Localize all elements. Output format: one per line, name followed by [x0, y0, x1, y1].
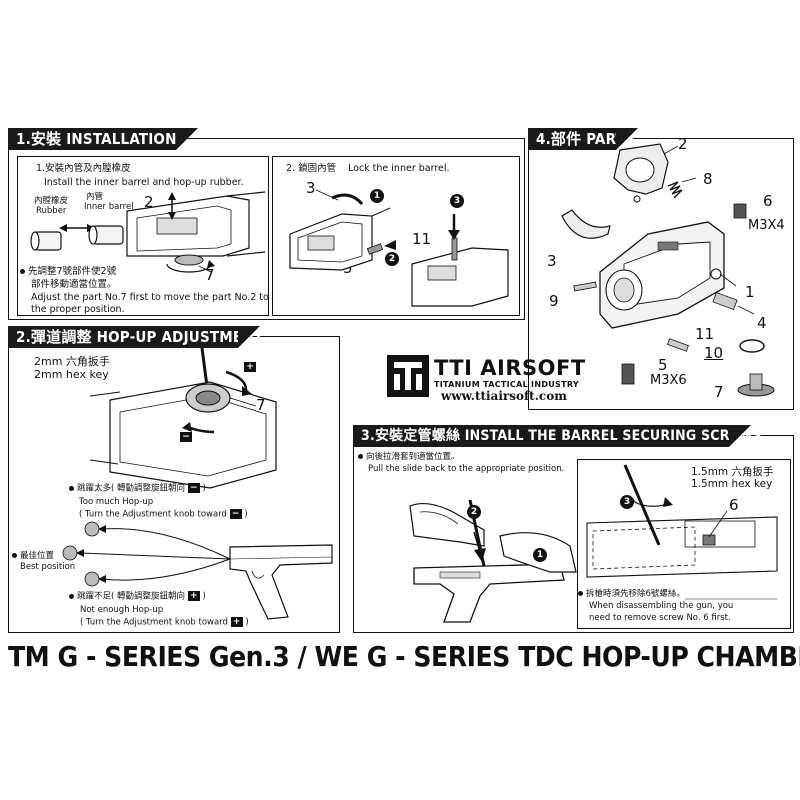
bullet-icon [20, 269, 25, 274]
barrel-label-cn: 內管 [86, 192, 104, 202]
parts-heading: 4.部件 PARTS [528, 128, 638, 150]
screws-step-circle-3: 3 [620, 495, 634, 509]
plus-sign-icon: + [187, 591, 200, 601]
slide-instruction-en: Pull the slide back to the appropriate p… [368, 464, 565, 474]
parts-label-m3x6: M3X6 [650, 373, 687, 388]
screws-step-circle-2: 2 [467, 505, 481, 519]
bullet-icon [69, 485, 74, 491]
hopup-section [8, 336, 340, 633]
screws-hex-en: 1.5mm hex key [691, 478, 773, 490]
brand-subtitle: TITANIUM TACTICAL INDUSTRY [434, 380, 579, 389]
parts-label-4: 4 [757, 314, 767, 332]
parts-label-3: 3 [547, 252, 557, 270]
parts-label-2: 2 [678, 135, 688, 153]
rubber-label-cn: 內膛橡皮 [34, 196, 69, 206]
rubber-label-en: Rubber [36, 206, 67, 216]
install-note-cn-2: 部件移動適當位置。 [31, 279, 117, 290]
parts-label-8: 8 [703, 170, 713, 188]
parts-exploded-illustration [561, 143, 775, 397]
minus-sign-icon: − [180, 432, 192, 442]
part-2-label: 2 [144, 193, 154, 211]
step-circle-1: 1 [370, 189, 384, 203]
install-step1-en: Install the inner barrel and hop-up rubb… [44, 177, 244, 188]
install-note-cn-1: 先調整7號部件使2號 [20, 266, 116, 278]
product-title: TM G - SERIES Gen.3 / WE G - SERIES TDC … [8, 640, 800, 673]
screws-detail-panel [577, 459, 791, 629]
tti-logo-icon [387, 355, 429, 397]
screws-hex-cn: 1.5mm 六角扳手 [691, 466, 774, 478]
disassemble-cn: 拆槍時須先移除6號螺絲。 [578, 589, 685, 600]
brand-url[interactable]: www.ttiairsoft.com [441, 389, 567, 403]
not-enough-cn: 跳躍不足( 轉動調整旋鈕朝向 + ) [69, 591, 206, 603]
not-enough-en: Not enough Hop-up [80, 605, 164, 615]
too-much-en: Too much Hop-up [79, 497, 154, 507]
install-step1-panel [17, 156, 269, 316]
step-circle-2: 2 [385, 252, 399, 266]
install-step2-en: Lock the inner barrel. [348, 163, 450, 174]
disassemble-en-2: need to remove screw No. 6 first. [589, 613, 731, 624]
bb-trajectory-illustration [62, 521, 333, 620]
install-note-en-2: the proper position. [31, 304, 125, 315]
brand-name: TTI AIRSOFT [434, 356, 586, 380]
parts-label-5: 5 [658, 356, 668, 374]
slide-instruction-cn: 向後拉滑套到適當位置。 [358, 452, 460, 463]
lock-barrel-illustration [289, 189, 509, 307]
parts-label-11: 11 [695, 325, 715, 343]
screws-part-6-label: 6 [729, 496, 739, 514]
minus-sign-icon: − [187, 483, 200, 493]
bullet-icon [578, 591, 583, 596]
hopup-hex-en: 2mm hex key [34, 368, 109, 381]
best-position-cn: 最佳位置 [12, 551, 54, 562]
hopup-chamber-illustration [89, 347, 277, 489]
hopup-part-7-label: 7 [256, 396, 266, 414]
disassemble-en-1: When disassembling the gun, you [589, 601, 734, 612]
bullet-icon [358, 454, 363, 459]
screws-heading: 3.安裝定管螺絲 INSTALL THE BARREL SECURING SCR… [353, 425, 762, 447]
minus-sign-icon: − [229, 509, 242, 519]
not-enough-adj: ( Turn the Adjustment knob toward + ) [80, 617, 249, 628]
parts-label-6: 6 [763, 192, 773, 210]
barrel-label-en: Inner barrel [84, 202, 134, 212]
install-step2-cn: 2. 鎖固內管 [286, 163, 337, 174]
parts-label-9: 9 [549, 292, 559, 310]
parts-label-7: 7 [714, 383, 724, 401]
install-step2-panel [272, 156, 520, 316]
too-much-cn: 跳躍太多( 轉動調整旋鈕朝向 − ) [69, 483, 206, 495]
part-3-label: 3 [306, 179, 316, 197]
part-11-label: 11 [412, 230, 432, 248]
step-circle-3: 3 [450, 194, 464, 208]
hopup-hex-cn: 2mm 六角扳手 [34, 355, 110, 368]
plus-sign-icon: + [230, 617, 243, 627]
bullet-icon [69, 593, 74, 599]
install-note-en-1: Adjust the part No.7 first to move the p… [31, 292, 269, 303]
slide-pull-illustration [409, 499, 577, 623]
too-much-adj: ( Turn the Adjustment knob toward − ) [79, 509, 248, 520]
plus-sign-icon: + [244, 362, 256, 372]
parts-label-1: 1 [745, 283, 755, 301]
hopup-heading: 2.彈道調整 HOP-UP ADJUSTMENT [8, 326, 263, 348]
bullet-icon [12, 553, 17, 558]
screw-detail-illustration [586, 464, 778, 600]
best-position-en: Best position [20, 562, 76, 572]
parts-label-m3x4: M3X4 [748, 218, 785, 233]
screws-step-circle-1: 1 [533, 548, 547, 562]
install-step1-cn: 1.安裝內管及內膛橡皮 [36, 163, 131, 174]
installation-heading: 1.安裝 INSTALLATION [8, 128, 198, 150]
parts-label-10: 10 [704, 344, 724, 362]
part-7-label: 7 [205, 266, 215, 284]
install-barrel-illustration [30, 191, 266, 273]
